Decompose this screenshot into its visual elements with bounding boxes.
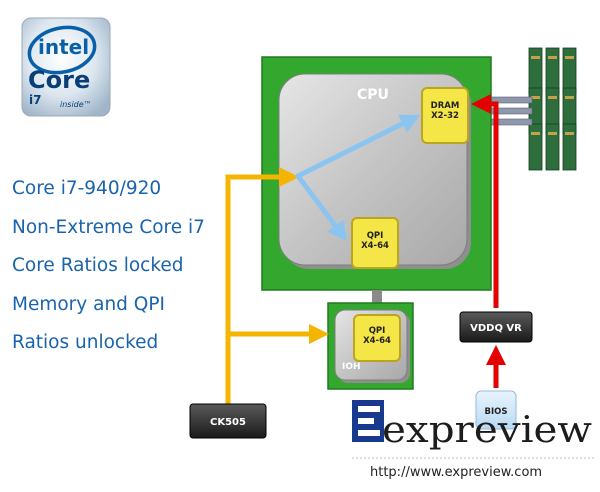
dram-controller: DRAM X2-32 — [421, 87, 469, 144]
qpi-link — [372, 290, 382, 304]
dimm-icon — [528, 47, 577, 171]
vddq-vr-box: VDDQ VR — [459, 311, 533, 343]
clock-arrow-cpu — [225, 167, 300, 405]
feature-line: Ratios unlocked — [12, 332, 159, 353]
ioh-qpi-line2: X4-64 — [363, 336, 391, 346]
expreview-watermark: expreview http://www.expreview.com — [352, 400, 596, 480]
bios-label: BIOS — [485, 407, 508, 417]
cpu-qpi-block: QPI X4-64 — [351, 217, 399, 269]
feature-list: Core i7-940/920 Non-Extreme Core i7 Core… — [12, 176, 205, 369]
bios-box: BIOS — [475, 390, 517, 430]
cpu-qpi-line1: QPI — [367, 231, 384, 241]
feature-line: Core Ratios locked — [12, 255, 184, 276]
dram-line2: X2-32 — [431, 111, 459, 121]
ioh-qpi-line1: QPI — [369, 326, 386, 336]
vddq-label: VDDQ VR — [470, 323, 522, 334]
feature-line: Memory and QPI — [12, 293, 165, 315]
ioh-label: IOH — [342, 362, 361, 372]
ck505-label: CK505 — [210, 417, 246, 428]
internal-arrows — [295, 114, 421, 242]
expreview-brand: expreview — [382, 410, 592, 451]
logo-model: i7 — [29, 93, 41, 107]
expreview-logo-icon — [352, 400, 384, 442]
clock-lines — [225, 167, 330, 405]
logo-brand: intel — [38, 35, 89, 59]
arrow-to-dram — [295, 114, 421, 179]
feature-line: Non-Extreme Core i7 — [12, 216, 205, 238]
arrow-to-qpi — [295, 173, 348, 242]
cpu-label: CPU — [357, 87, 389, 103]
cpu-qpi-line2: X4-64 — [361, 241, 389, 251]
vddq-lines — [470, 94, 506, 388]
ck505-box: CK505 — [189, 403, 267, 439]
logo-tagline: inside™ — [60, 100, 92, 109]
ioh-qpi-block: QPI X4-64 — [353, 314, 401, 362]
ioh-package: QPI X4-64 IOH — [327, 302, 414, 390]
intel-core-i7-logo: intel Core i7 inside™ — [21, 17, 111, 117]
memory-modules — [528, 47, 577, 171]
logo-product: Core — [28, 66, 90, 94]
expreview-url: http://www.expreview.com — [370, 465, 542, 480]
dram-line1: DRAM — [431, 101, 460, 111]
cpu-package: CPU DRAM X2-32 QPI X4-64 — [261, 56, 492, 291]
feature-line: Core i7-940/920 — [12, 178, 162, 199]
vddq-to-dram-arrow — [470, 94, 499, 308]
